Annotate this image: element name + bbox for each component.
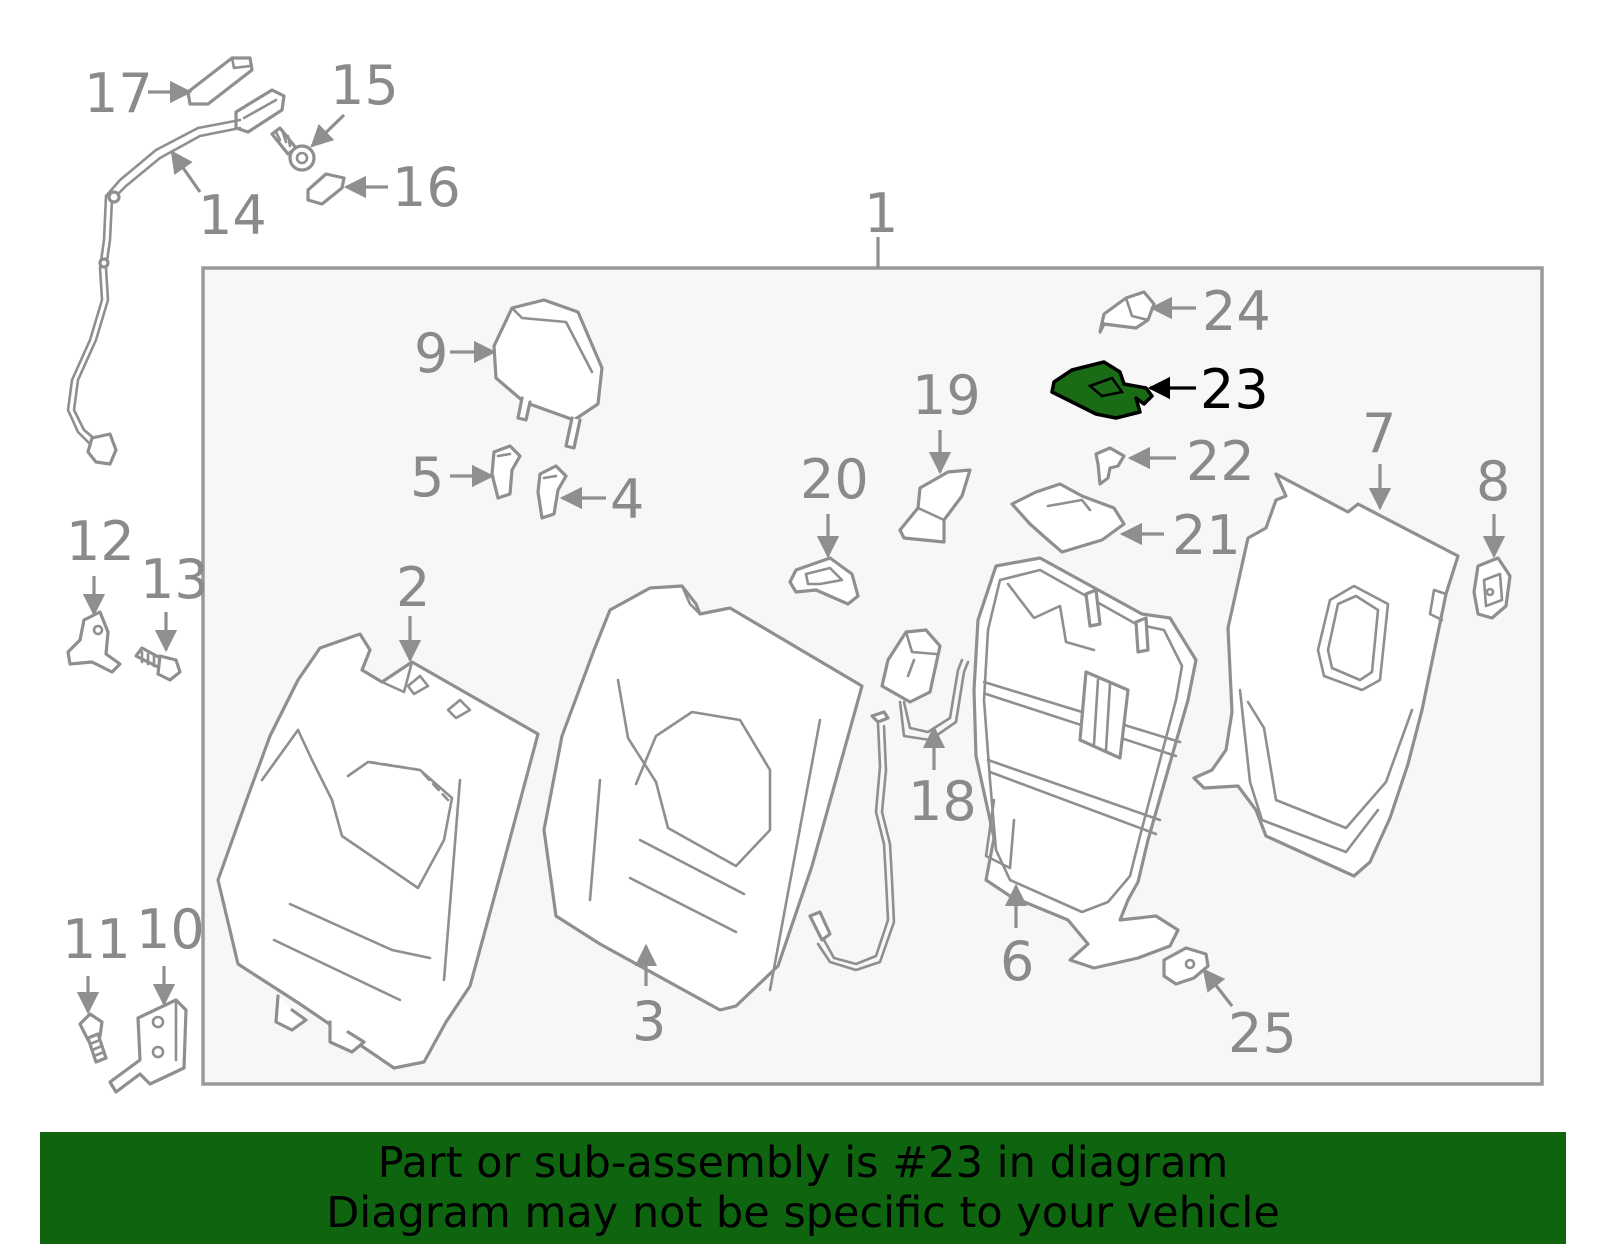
part-16-pad[interactable] <box>306 172 346 206</box>
part-22-clip[interactable] <box>1094 446 1126 486</box>
part-4-guide[interactable] <box>536 464 568 520</box>
part-7-back-panel[interactable] <box>1192 472 1460 878</box>
label-25: 25 <box>1228 1002 1297 1065</box>
part-11-bolt[interactable] <box>78 1012 108 1064</box>
part-20-latch-cover[interactable] <box>788 556 860 606</box>
label-20: 20 <box>800 448 869 511</box>
part-24-cap[interactable] <box>1098 290 1156 334</box>
part-14-cable[interactable] <box>66 88 286 466</box>
banner-line-1: Part or sub-assembly is #23 in diagram <box>377 1138 1229 1188</box>
banner-line-2: Diagram may not be specific to your vehi… <box>326 1188 1280 1238</box>
label-7: 7 <box>1362 402 1396 465</box>
label-21: 21 <box>1172 504 1241 567</box>
part-19-bezel[interactable] <box>898 468 972 544</box>
label-13: 13 <box>140 548 209 611</box>
part-13-bolt[interactable] <box>134 646 182 682</box>
label-24: 24 <box>1202 280 1271 343</box>
part-8-switch[interactable] <box>1472 556 1512 620</box>
label-16: 16 <box>392 156 461 219</box>
leader-arrows <box>76 80 1506 1015</box>
part-15-bolt[interactable] <box>270 126 316 172</box>
label-2: 2 <box>396 556 430 619</box>
label-19: 19 <box>912 364 981 427</box>
label-22: 22 <box>1186 430 1255 493</box>
label-18: 18 <box>908 770 977 833</box>
part-9-headrest[interactable] <box>492 298 604 450</box>
part-12-bracket[interactable] <box>66 610 122 674</box>
part-25-cap[interactable] <box>1162 946 1210 986</box>
part-6-seat-frame[interactable] <box>972 556 1198 970</box>
label-15: 15 <box>330 54 399 117</box>
label-3: 3 <box>632 990 666 1053</box>
label-11: 11 <box>62 908 131 971</box>
part-23-bracket-highlighted[interactable] <box>1050 360 1154 420</box>
part-2-seat-cover[interactable] <box>216 632 540 1070</box>
label-9: 9 <box>414 322 448 385</box>
label-23: 23 <box>1200 358 1269 421</box>
label-8: 8 <box>1476 450 1510 513</box>
info-banner: Part or sub-assembly is #23 in diagram D… <box>40 1132 1566 1244</box>
part-17-clip[interactable] <box>186 56 254 106</box>
part-3-seat-pad[interactable] <box>542 584 864 1012</box>
label-1: 1 <box>864 182 898 245</box>
callout-labels: 1 2 3 4 5 6 7 8 9 10 11 12 13 14 15 16 1… <box>62 54 1510 1065</box>
label-12: 12 <box>66 510 135 573</box>
label-17: 17 <box>84 62 153 125</box>
label-4: 4 <box>610 468 644 531</box>
label-14: 14 <box>198 184 267 247</box>
label-10: 10 <box>136 898 205 961</box>
part-10-bracket[interactable] <box>108 998 188 1094</box>
label-5: 5 <box>410 446 444 509</box>
label-6: 6 <box>1000 930 1034 993</box>
